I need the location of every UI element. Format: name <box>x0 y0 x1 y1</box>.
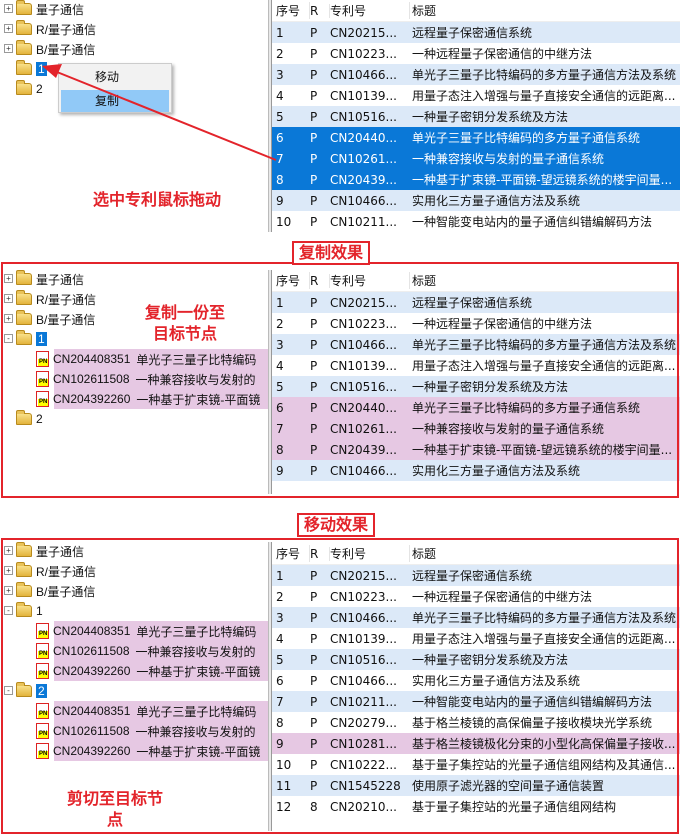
drag-annotation: 选中专利鼠标拖动 <box>90 185 224 211</box>
move-effect-title: 移动效果 <box>297 513 375 537</box>
move-effect-frame <box>1 538 679 834</box>
copy-effect-frame <box>1 262 679 498</box>
drag-panel: 量子通信+R/量子通信+B/量子通信+12 序号R专利号标题1PCN20215.… <box>0 0 680 232</box>
copy-effect-title: 复制效果 <box>292 241 370 265</box>
